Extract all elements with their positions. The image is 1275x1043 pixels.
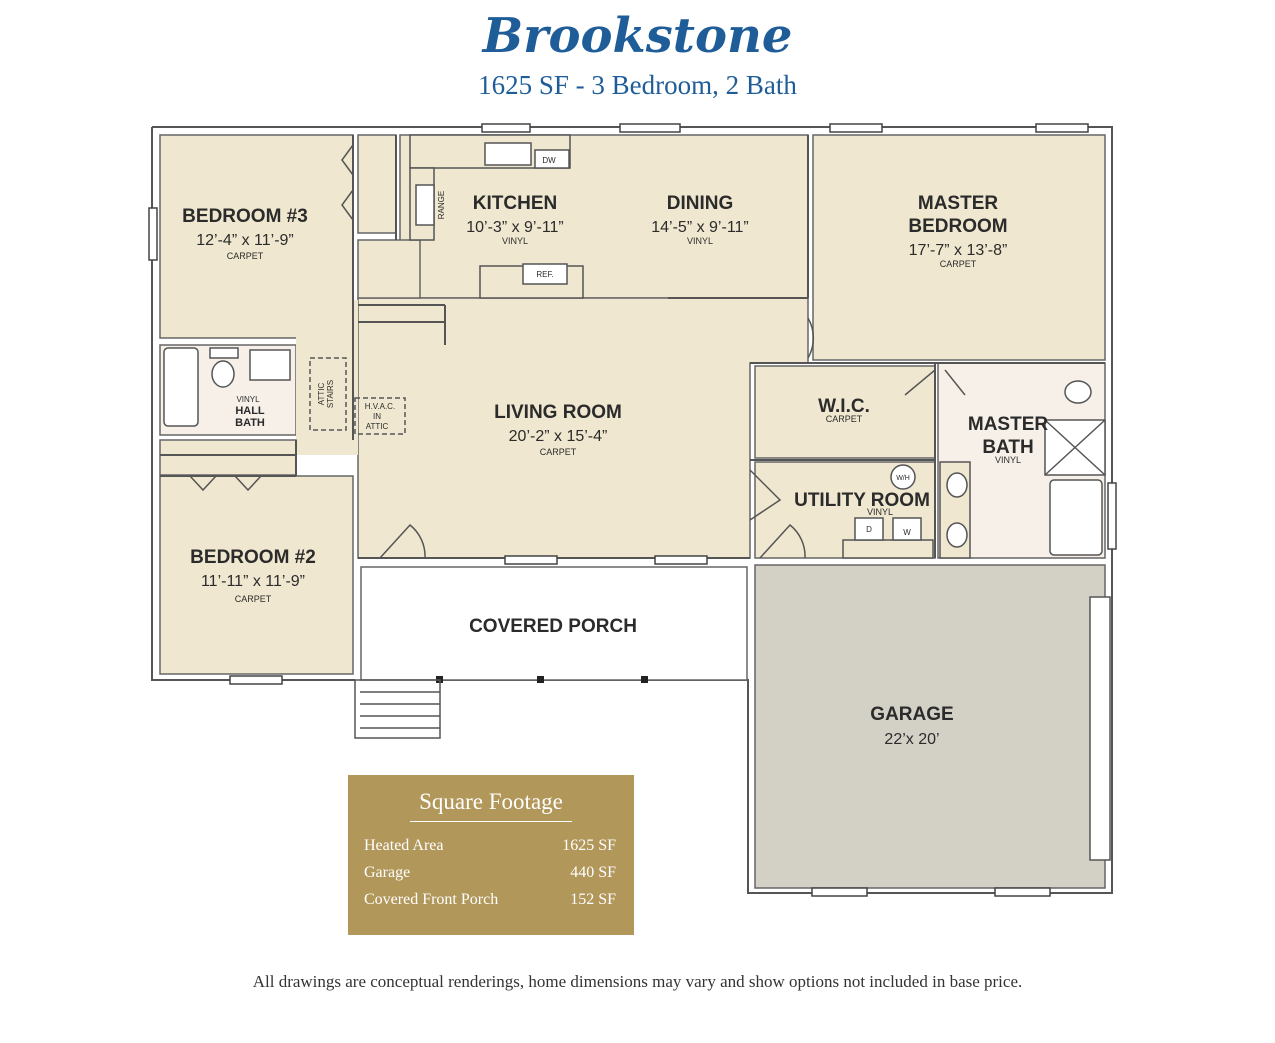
living-room-floor: CARPET [540,447,577,457]
kitchen-dims: 10’-3” x 9’-11” [466,219,564,236]
utility-room-label: UTILITY ROOM [794,490,930,511]
windows [148,123,1117,897]
garage-dims: 22’x 20’ [884,731,939,748]
master-tub [1049,479,1103,556]
square-footage-divider [410,821,572,822]
attic-hvac [309,357,406,435]
hall-bath-label-1: HALL [235,405,265,417]
sink [484,142,532,166]
bedroom3-label: BEDROOM #3 [182,206,308,227]
plan-title: Brookstone [482,8,793,64]
dining-label: DINING [667,193,734,214]
living-room-dims: 20’-2” x 15’-4” [509,428,608,445]
sqft-row-label: Heated Area [364,837,444,854]
dryer-label: D [866,525,872,534]
refrigerator [522,263,568,285]
master-bedroom-floor: CARPET [940,259,977,269]
bedroom3-dims: 12’-4” x 11’-9” [196,232,294,249]
dryer-unit [854,517,884,541]
outer-walls [151,126,1113,894]
hall-bath-label-2: BATH [235,417,265,429]
water-heater [890,464,916,490]
hvac-label-2: IN [373,412,381,421]
sqft-row-value: 152 SF [570,891,616,908]
utility-room-floor: VINYL [867,507,893,517]
hvac-label-3: ATTIC [366,422,389,431]
porch-area [360,566,748,681]
water-heater-label: W/H [896,475,910,482]
sqft-row-label: Covered Front Porch [364,891,499,908]
sqft-row-value: 440 SF [570,864,616,881]
sqft-row-value: 1625 SF [562,837,616,854]
bedroom2-floor: CARPET [235,594,272,604]
master-toilet [1064,380,1092,404]
master-bath-label-2: BATH [982,437,1033,458]
plan-subtitle: 1625 SF - 3 Bedroom, 2 Bath [478,70,797,100]
dining-floor: VINYL [687,236,713,246]
hvac-label-1: H.V.A.C. [365,402,395,411]
pantry [357,239,421,299]
attic-stairs-label-2: STAIRS [326,380,335,408]
closet-doors [189,144,966,559]
washer-label: W [903,528,911,537]
dining-dims: 14’-5” x 9’-11” [651,219,749,236]
range-label: RANGE [437,191,446,219]
vanity-counter [842,539,934,559]
closet-b3 [357,134,397,234]
toilet-tank [209,347,239,359]
closets-area [159,439,297,476]
master-bath-label-1: MASTER [968,414,1049,435]
master-bedroom-label-2: BEDROOM [908,216,1007,237]
wic-floor: CARPET [826,414,863,424]
dishwasher-label: DW [542,156,556,165]
washer-unit [892,517,922,541]
porch-steps [354,679,441,739]
master-bedroom-label-1: MASTER [918,193,999,214]
bedroom2-area [159,475,354,675]
range [415,184,435,226]
kitchen-counters [409,134,934,559]
disclaimer: All drawings are conceptual renderings, … [252,972,1023,991]
hall-toilet [211,360,235,388]
garage-area [754,564,1106,889]
bedroom2-label: BEDROOM #2 [190,547,316,568]
sqft-row-label: Garage [364,864,411,881]
tub [163,347,199,427]
attic-stairs-label-1: ATTIC [317,383,326,406]
refrigerator-label: REF. [536,270,553,279]
bedroom2-dims: 11’-11” x 11’-9” [201,573,305,590]
square-footage-title: Square Footage [419,789,563,814]
square-footage-box: Square Footage Heated Area 1625 SF Garag… [348,775,634,935]
bedroom3-floor: CARPET [227,251,264,261]
dishwasher [534,149,570,169]
covered-porch-label: COVERED PORCH [469,616,637,637]
master-bedroom-dims: 17’-7” x 13’-8” [909,242,1008,259]
hall-bath-floor: VINYL [236,395,260,404]
kitchen-label: KITCHEN [473,193,557,214]
garage-label: GARAGE [870,704,953,725]
kitchen-floor: VINYL [502,236,528,246]
hallway-area [296,300,358,455]
hall-sink [249,349,291,381]
master-bath-floor: VINYL [995,455,1021,465]
master-bedroom-area [812,134,1106,361]
bath-fixtures [163,347,1106,559]
living-room-label: LIVING ROOM [494,402,622,423]
wic-label: W.I.C. [818,396,870,417]
wic-area [754,365,936,459]
